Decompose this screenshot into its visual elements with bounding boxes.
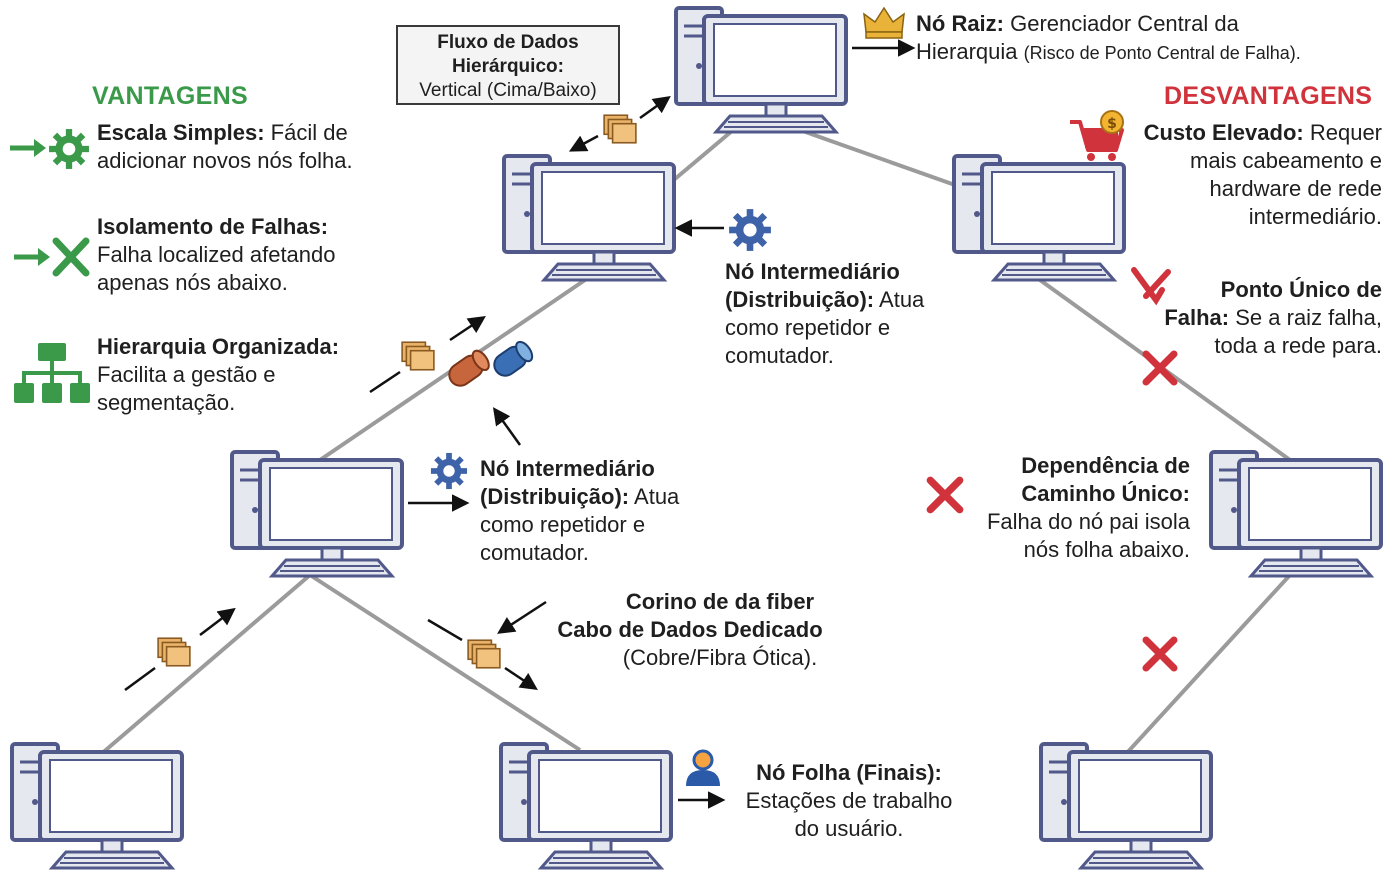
disadvantage-custo: Custo Elevado: Requer mais cabeamento e … (1100, 119, 1382, 231)
leaf-text: do usuário. (794, 816, 904, 841)
disadvantage-text: hardware de rede (1209, 176, 1382, 201)
copper-cable-icon (448, 349, 490, 387)
advantage-isolamento: Isolamento de Falhas: Falha localized af… (97, 213, 407, 297)
root-text-2: Hierarquia (916, 39, 1018, 64)
cable-label: Corino de da fiber Cabo de Dados Dedicad… (520, 588, 860, 672)
user-icon (686, 749, 720, 786)
flow-box-subtitle: Vertical (Cima/Baixo) (419, 80, 597, 101)
intermediate-upper-computer-icon (502, 154, 676, 282)
leaf-title: Nó Folha (Finais): (756, 760, 942, 785)
advantage-text: Facilita a gestão e (97, 362, 276, 387)
intermediate-lower-computer-icon (230, 450, 404, 578)
cable-title-2: Cabo de Dados Dedicado (557, 617, 823, 642)
svg-text:$: $ (1107, 116, 1117, 132)
advantage-text: segmentação. (97, 390, 236, 415)
red-x-icon (1146, 640, 1174, 668)
cable-title-1: Corino de da fiber (625, 589, 815, 614)
intermediate-text: comutador. (725, 343, 834, 368)
advantage-escala: Escala Simples: Fácil de adicionar novos… (97, 119, 407, 175)
root-note: (Risco de Ponto Central de Falha). (1023, 43, 1301, 63)
shopping-cart-icon: $ (1070, 110, 1124, 161)
advantage-title: Hierarquia Organizada: (97, 334, 340, 359)
advantage-text: adicionar novos nós folha. (97, 148, 353, 173)
disadvantages-header: DESVANTAGENS (1164, 82, 1373, 110)
data-packet-icon (603, 114, 637, 144)
disadvantage-text: intermediário. (1248, 204, 1382, 229)
disadvantage-text: Se a raiz falha, (1235, 305, 1382, 330)
right-lower-computer-icon (1209, 450, 1383, 578)
advantage-text: apenas nós abaixo. (97, 270, 288, 295)
advantage-title: Isolamento de Falhas: (97, 214, 329, 239)
disadvantage-title: Falha: (1164, 305, 1230, 330)
intermediate-text: Atua (634, 484, 680, 509)
disadvantage-title: Custo Elevado: (1143, 120, 1304, 145)
root-label: Nó Raiz: Gerenciador Central da Hierarqu… (916, 10, 1386, 67)
disadvantage-title: Caminho Único: (1021, 481, 1190, 506)
intermediate-title: Nó Intermediário (725, 259, 900, 284)
root-title: Nó Raiz: (916, 11, 1004, 36)
disadvantage-text: Falha do nó pai isola (986, 509, 1190, 534)
intermediate-text: Atua (879, 287, 925, 312)
gear-arrow-icon (10, 129, 89, 169)
link-right2-leaf (1123, 573, 1292, 757)
cable-text: (Cobre/Fibra Ótica). (622, 645, 818, 670)
advantage-hierarquia: Hierarquia Organizada: Facilita a gestão… (97, 333, 407, 417)
root-text-1: Gerenciador Central da (1010, 11, 1239, 36)
fiber-cable-icon (493, 340, 534, 377)
advantages-header: VANTAGENS (92, 82, 248, 110)
advantage-text: Fácil de (270, 120, 348, 145)
gear-icon (430, 452, 468, 490)
intermediate-title: (Distribuição): (480, 484, 630, 509)
link-lower-leaf-mid (308, 573, 582, 752)
leaf-label: Nó Folha (Finais): Estações de trabalho … (724, 759, 974, 843)
broken-link-icon (1131, 267, 1171, 306)
disadvantage-text: Requer (1309, 120, 1382, 145)
intermediate-text: como repetidor e (480, 512, 646, 537)
disadvantage-title: Dependência de (1021, 453, 1190, 478)
root-computer-icon (674, 6, 848, 134)
intermediate-title: Nó Intermediário (480, 456, 655, 481)
leaf-left-computer-icon (10, 742, 184, 870)
disadvantage-dependencia: Dependência de Caminho Único: Falha do n… (940, 452, 1190, 564)
disadvantage-text: nós folha abaixo. (1023, 537, 1190, 562)
crown-icon (863, 6, 905, 39)
intermediate-text: como repetidor e (725, 315, 891, 340)
leaf-right-computer-icon (1039, 742, 1213, 870)
intermediate-lower-label: Nó Intermediário (Distribuição): Atua co… (480, 455, 740, 567)
flow-box-title-2: Hierárquico: (452, 56, 564, 77)
gear-icon (729, 209, 771, 251)
disadvantage-text: mais cabeamento e (1190, 148, 1382, 173)
advantage-text: Falha localized afetando (97, 242, 336, 267)
disadvantage-title: Ponto Único de (1220, 277, 1382, 302)
disadvantage-ponto-unico: Ponto Único de Falha: Se a raiz falha, t… (1120, 276, 1382, 360)
intermediate-upper-label: Nó Intermediário (Distribuição): Atua co… (725, 258, 985, 370)
leaf-text: Estações de trabalho (745, 788, 953, 813)
flow-box-title-1: Fluxo de Dados (437, 32, 579, 53)
data-packet-icon (467, 639, 501, 669)
org-chart-icon (14, 343, 90, 403)
link-root-right (799, 128, 956, 187)
data-flow-box: Fluxo de Dados Hierárquico: Vertical (Ci… (396, 25, 620, 105)
disadvantage-text: toda a rede para. (1214, 333, 1382, 358)
data-packet-icon (157, 637, 191, 667)
intermediate-text: comutador. (480, 540, 589, 565)
intermediate-title: (Distribuição): (725, 287, 875, 312)
link-lower-leaf-left (98, 573, 312, 757)
x-arrow-icon (14, 237, 90, 277)
leaf-mid-computer-icon (499, 742, 673, 870)
advantage-title: Escala Simples: (97, 120, 265, 145)
